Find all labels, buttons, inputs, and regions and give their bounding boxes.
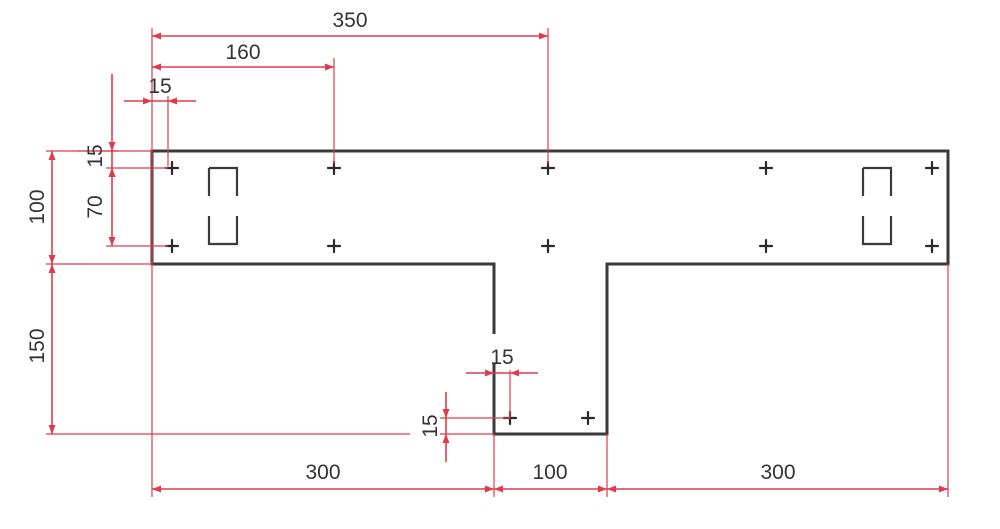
hole-icon bbox=[758, 238, 774, 254]
arrow-icon bbox=[539, 32, 548, 40]
arrow-icon bbox=[48, 255, 56, 264]
arrow-icon bbox=[607, 485, 616, 493]
arrow-icon bbox=[494, 485, 503, 493]
arrow-icon bbox=[485, 369, 494, 377]
hole-icon bbox=[924, 160, 940, 176]
dim-label-300-right: 300 bbox=[760, 461, 795, 484]
arrow-icon bbox=[485, 485, 494, 493]
dim-label-70: 70 bbox=[84, 195, 107, 218]
arrow-icon bbox=[510, 369, 519, 377]
arrow-icon bbox=[152, 32, 161, 40]
dim-label-15-mid-vertical: 15 bbox=[419, 414, 442, 437]
arrow-icon bbox=[325, 63, 334, 71]
arrow-icon bbox=[939, 485, 948, 493]
dim-label-15-top: 15 bbox=[148, 75, 171, 98]
dimension-lines bbox=[51, 35, 948, 490]
arrow-icon bbox=[143, 97, 152, 105]
arrow-icon bbox=[168, 97, 177, 105]
hole-icon bbox=[758, 160, 774, 176]
arrow-icon bbox=[152, 485, 161, 493]
slot-right bbox=[861, 166, 893, 246]
hole-icon bbox=[326, 238, 342, 254]
dim-label-160: 160 bbox=[225, 41, 260, 64]
dim-label-150: 150 bbox=[26, 328, 49, 363]
plate-outline bbox=[150, 149, 950, 436]
slot-left bbox=[207, 166, 239, 246]
hole-icon bbox=[540, 238, 556, 254]
arrow-icon bbox=[442, 409, 450, 418]
arrow-icon bbox=[152, 63, 161, 71]
arrow-icon bbox=[442, 434, 450, 443]
dim-label-350: 350 bbox=[332, 9, 367, 32]
arrow-icon bbox=[108, 168, 116, 177]
arrow-icon bbox=[108, 142, 116, 151]
arrow-icon bbox=[48, 151, 56, 160]
arrow-icon bbox=[108, 237, 116, 246]
dim-label-15-left: 15 bbox=[84, 144, 107, 167]
hole-icon bbox=[580, 410, 596, 426]
arrow-icon bbox=[48, 425, 56, 434]
hole-markers bbox=[164, 160, 940, 426]
dimension-arrows bbox=[48, 32, 948, 493]
arrow-icon bbox=[48, 264, 56, 273]
dim-label-300-left: 300 bbox=[305, 461, 340, 484]
dim-label-100-bottom: 100 bbox=[532, 461, 567, 484]
arrow-icon bbox=[598, 485, 607, 493]
dim-label-100: 100 bbox=[26, 189, 49, 224]
hole-icon bbox=[924, 238, 940, 254]
dim-label-15-mid-horizontal: 15 bbox=[490, 346, 513, 369]
